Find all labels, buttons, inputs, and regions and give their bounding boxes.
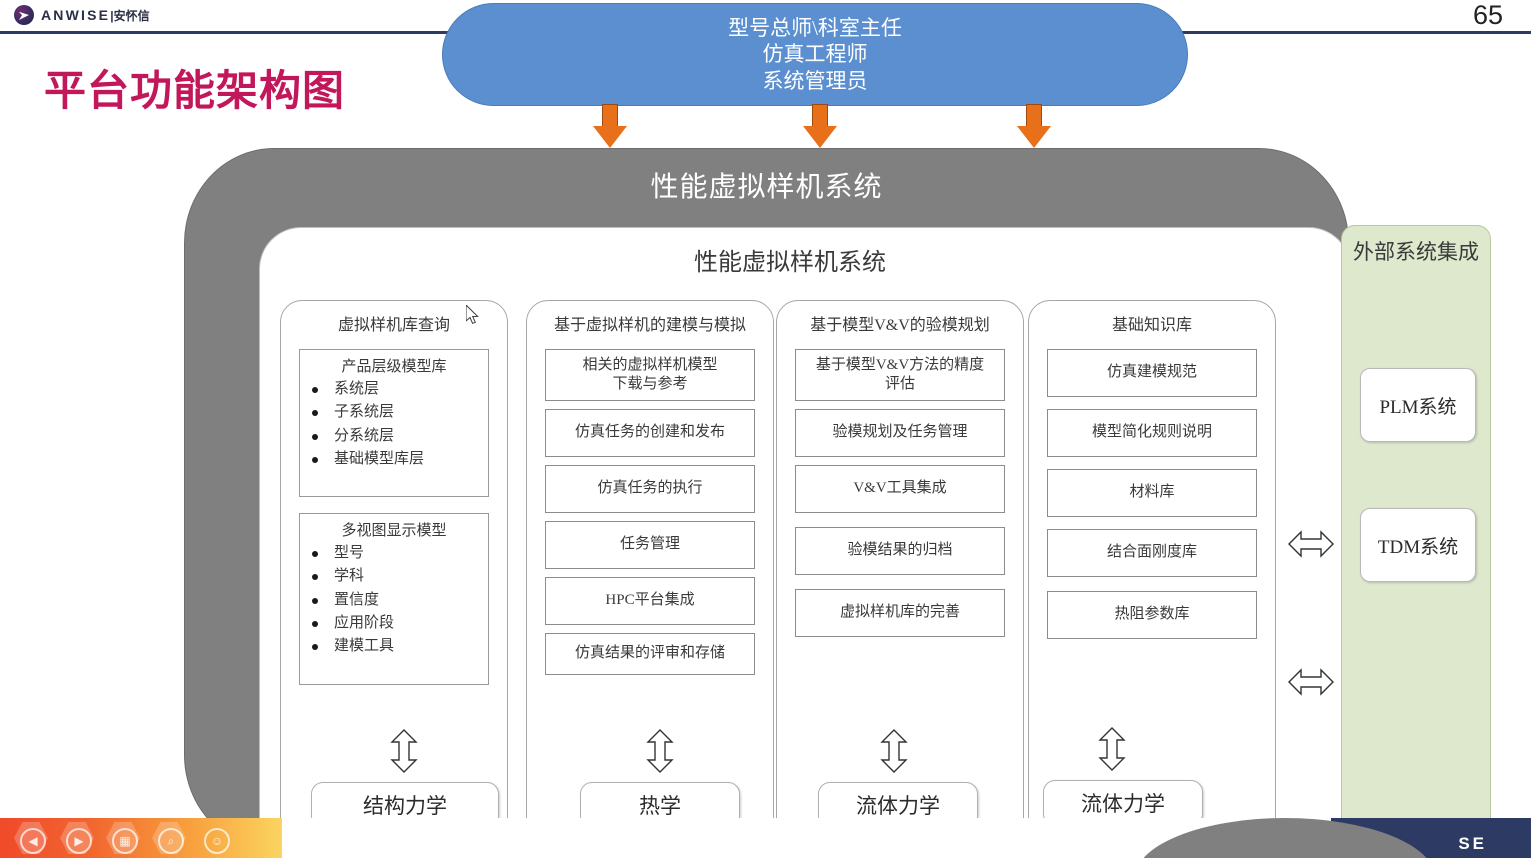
list-item: 型号 — [304, 542, 488, 565]
list-item: 系统层 — [304, 378, 488, 401]
roles-banner: 型号总师\科室主任 仿真工程师 系统管理员 — [442, 3, 1188, 106]
platform-panel: 性能虚拟样机系统 虚拟样机库查询 产品层级模型库 系统层 子系统层 分系统层 基… — [259, 227, 1351, 858]
external-system-plm[interactable]: PLM系统 — [1360, 368, 1476, 442]
external-integration-title: 外部系统集成 — [1353, 240, 1479, 264]
list-item: 置信度 — [304, 589, 488, 612]
role-line-3: 系统管理员 — [762, 68, 868, 93]
arrow-head — [803, 126, 837, 148]
brand-name: ANWISE|安怀信 — [41, 8, 150, 22]
arrow-head — [593, 126, 627, 148]
brand-cn: 安怀信 — [113, 9, 150, 23]
subgroup-title: 多视图显示模型 — [341, 523, 447, 539]
platform-panel-title: 性能虚拟样机系统 — [694, 250, 886, 276]
down-arrow-icon-1 — [593, 104, 627, 148]
down-arrow-icon-2 — [803, 104, 837, 148]
smiley-icon[interactable]: ☺ — [204, 828, 230, 854]
list-item: 学科 — [304, 565, 488, 588]
system-container-title: 性能虚拟样机系统 — [650, 172, 883, 203]
brand-latin: ANWISE — [41, 7, 111, 23]
list-item: 基础模型库层 — [304, 448, 488, 471]
module-column-modeling[interactable]: 基于虚拟样机的建模与模拟 相关的虚拟样机模型下载与参考 仿真任务的创建和发布 仿… — [526, 300, 774, 854]
double-arrow-vertical-icon-3 — [879, 728, 909, 774]
back-icon[interactable]: ◀ — [20, 828, 46, 854]
list-item: 建模工具 — [304, 635, 488, 658]
page-title: 平台功能架构图 — [44, 67, 346, 114]
external-system-tdm[interactable]: TDM系统 — [1360, 508, 1476, 582]
module-item[interactable]: 材料库 — [1047, 469, 1257, 517]
system-container: 性能虚拟样机系统 性能虚拟样机系统 虚拟样机库查询 产品层级模型库 系统层 子系… — [184, 148, 1491, 858]
arrow-shaft — [812, 104, 828, 128]
module-item[interactable]: 基于模型V&V方法的精度评估 — [795, 349, 1005, 401]
grid-icon[interactable]: ▦ — [112, 828, 138, 854]
double-arrow-horizontal-icon-1 — [1287, 529, 1335, 559]
module-title: 基于模型V&V的验模规划 — [810, 317, 990, 334]
module-item[interactable]: HPC平台集成 — [545, 577, 755, 625]
module-item[interactable]: V&V工具集成 — [795, 465, 1005, 513]
module-item[interactable]: 结合面刚度库 — [1047, 529, 1257, 577]
list-item: 子系统层 — [304, 401, 488, 424]
module-item[interactable]: 模型简化规则说明 — [1047, 409, 1257, 457]
page-number: 65 — [1472, 0, 1503, 30]
arrow-head — [1017, 126, 1051, 148]
double-arrow-vertical-icon-4 — [1097, 726, 1127, 772]
module-item[interactable]: 任务管理 — [545, 521, 755, 569]
double-arrow-vertical-icon-2 — [645, 728, 675, 774]
module-item[interactable]: 仿真任务的创建和发布 — [545, 409, 755, 457]
play-icon[interactable]: ▶ — [66, 828, 92, 854]
module-title: 基础知识库 — [1111, 317, 1192, 334]
role-line-2: 仿真工程师 — [762, 42, 868, 67]
search-icon[interactable]: ⌕ — [158, 828, 184, 854]
arrow-shaft — [602, 104, 618, 128]
brand-logo: ANWISE|安怀信 — [14, 4, 150, 26]
taskbar[interactable]: ◀ ▶ ▦ ⌕ ☺ SE — [0, 818, 1531, 858]
role-line-1: 型号总师\科室主任 — [728, 16, 902, 41]
subgroup-product-model-library[interactable]: 产品层级模型库 系统层 子系统层 分系统层 基础模型库层 — [299, 349, 489, 497]
bullet-list: 型号 学科 置信度 应用阶段 建模工具 — [300, 542, 488, 658]
anwise-logo-icon — [14, 5, 34, 25]
bullet-list: 系统层 子系统层 分系统层 基础模型库层 — [300, 378, 488, 471]
module-column-knowledge-base[interactable]: 基础知识库 仿真建模规范 模型简化规则说明 材料库 结合面刚度库 热阻参数库 — [1028, 300, 1276, 854]
module-item[interactable]: 验模结果的归档 — [795, 527, 1005, 575]
module-item[interactable]: 仿真结果的评审和存储 — [545, 633, 755, 675]
list-item: 应用阶段 — [304, 612, 488, 635]
subgroup-multiview-model[interactable]: 多视图显示模型 型号 学科 置信度 应用阶段 建模工具 — [299, 513, 489, 685]
double-arrow-vertical-icon-1 — [389, 728, 419, 774]
double-arrow-horizontal-icon-2 — [1287, 667, 1335, 697]
module-item[interactable]: 虚拟样机库的完善 — [795, 589, 1005, 637]
taskbar-navy-label: SE — [1458, 834, 1487, 853]
module-title: 虚拟样机库查询 — [337, 317, 450, 334]
module-item[interactable]: 仿真任务的执行 — [545, 465, 755, 513]
list-item: 分系统层 — [304, 425, 488, 448]
external-integration-panel: 外部系统集成 PLM系统 TDM系统 — [1341, 225, 1491, 858]
module-item[interactable]: 验模规划及任务管理 — [795, 409, 1005, 457]
module-item[interactable]: 仿真建模规范 — [1047, 349, 1257, 397]
arrow-shaft — [1026, 104, 1042, 128]
subgroup-title: 产品层级模型库 — [341, 359, 447, 375]
module-item[interactable]: 热阻参数库 — [1047, 591, 1257, 639]
mouse-cursor-icon — [465, 303, 480, 325]
down-arrow-icon-3 — [1017, 104, 1051, 148]
module-item[interactable]: 相关的虚拟样机模型下载与参考 — [545, 349, 755, 401]
brand-separator: | — [110, 9, 114, 23]
module-title: 基于虚拟样机的建模与模拟 — [553, 317, 746, 334]
